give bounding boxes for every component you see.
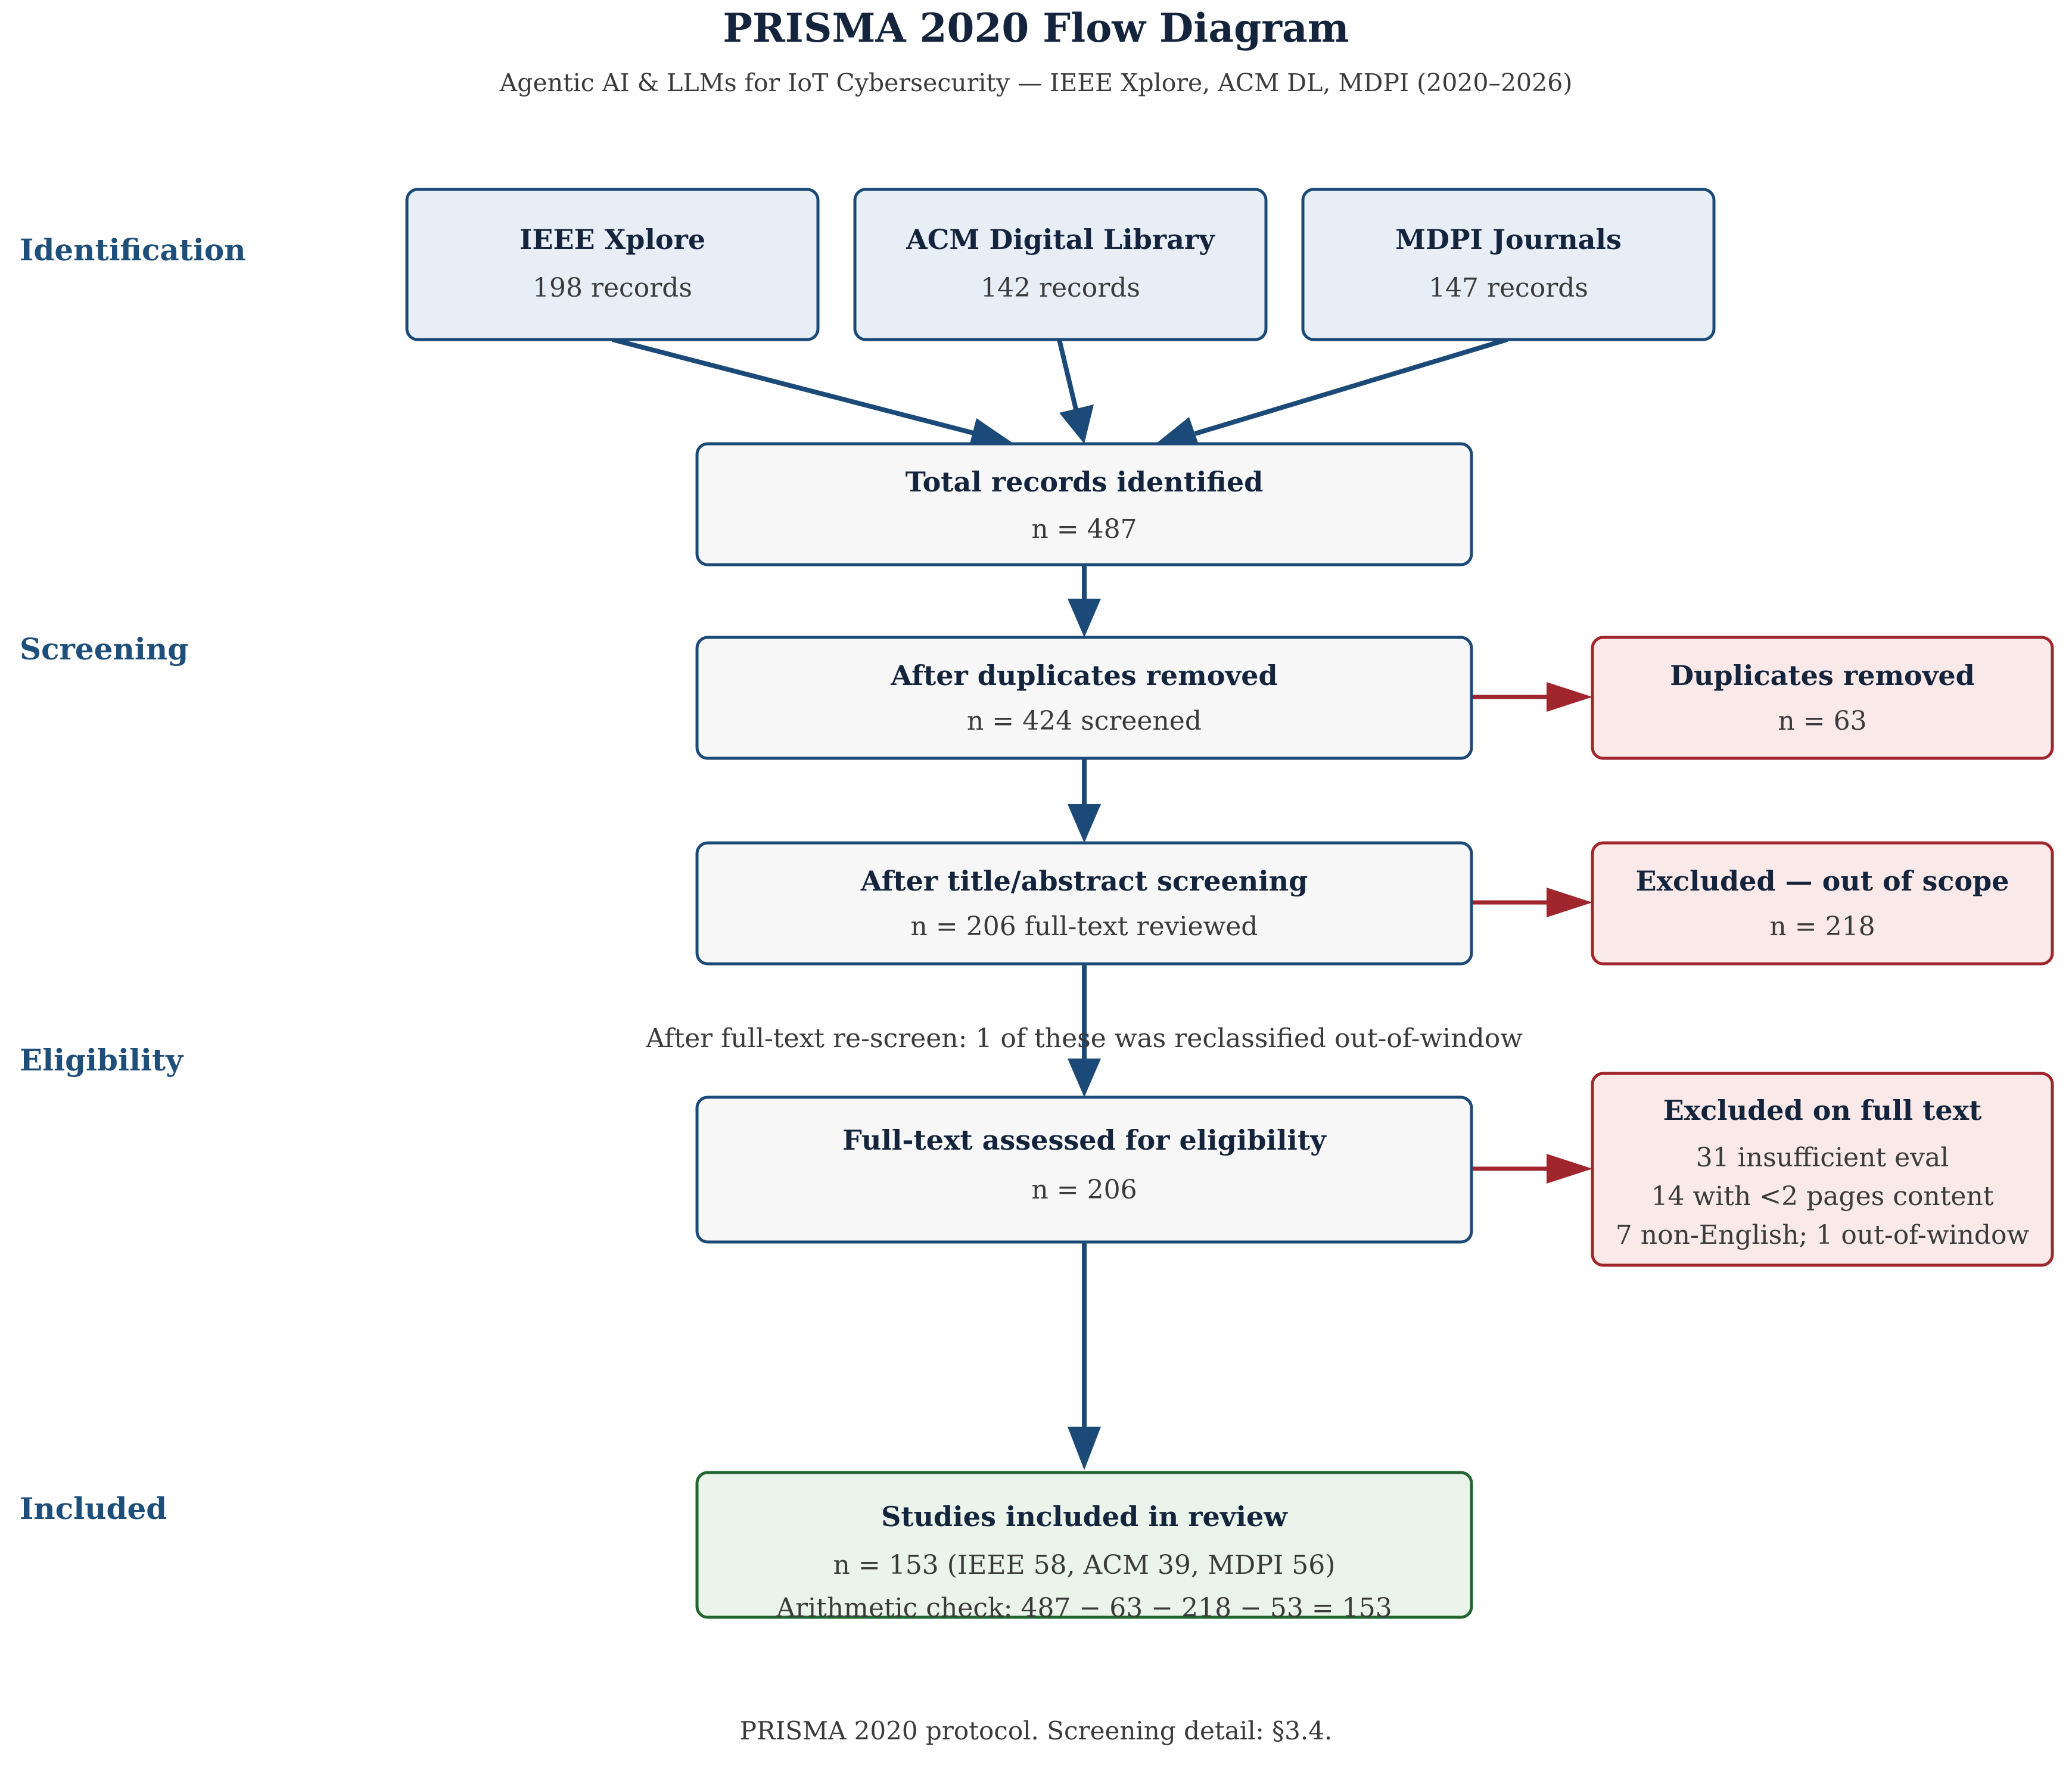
duplicates-removed-box: Duplicates removed n = 63 (1591, 636, 2054, 760)
studies-included-box: Studies included in review n = 153 (IEEE… (695, 1471, 1473, 1623)
excluded-fulltext-reason: 14 with <2 pages content (1651, 1181, 1994, 1212)
arrowhead-screening-to-fulltext (1068, 1059, 1101, 1097)
duplicates-removed-count: n = 63 (1778, 706, 1866, 736)
arrowhead-mdpi-to-total (1156, 417, 1200, 448)
fulltext-assessed-box: Full-text assessed for eligibility n = 2… (695, 1095, 1473, 1244)
after-duplicates-title: After duplicates removed (890, 659, 1277, 692)
after-duplicates-box: After duplicates removed n = 424 screene… (695, 636, 1473, 760)
excluded-fulltext-reason: 31 insufficient eval (1696, 1143, 1949, 1173)
arrowhead-screening-to-out-of-scope (1547, 888, 1592, 917)
excluded-fulltext-box: Excluded on full text 31 insufficient ev… (1591, 1072, 2054, 1267)
total-records-count: n = 487 (1031, 514, 1137, 544)
total-records-title: Total records identified (906, 466, 1264, 498)
arrowhead-dedup-to-duplicates (1547, 682, 1592, 712)
stage-label-screening: Screening (20, 631, 188, 667)
source-count: 198 records (533, 273, 692, 303)
title-abstract-box: After title/abstract screening n = 206 f… (695, 841, 1473, 966)
source-box-mdpi: MDPI Journals 147 records (1301, 188, 1716, 341)
source-box-ieee: IEEE Xplore 198 records (405, 188, 820, 341)
source-count: 142 records (981, 273, 1140, 303)
stage-label-eligibility: Eligibility (20, 1042, 184, 1078)
arithmetic-check: Arithmetic check: 487 − 63 − 218 − 53 = … (776, 1593, 1392, 1623)
title-abstract-title: After title/abstract screening (860, 865, 1308, 897)
source-name: IEEE Xplore (519, 223, 705, 256)
stage-label-identification: Identification (20, 232, 246, 267)
after-duplicates-count: n = 424 screened (967, 706, 1202, 736)
excluded-out-of-scope-count: n = 218 (1769, 911, 1875, 942)
diagram-title: PRISMA 2020 Flow Diagram (723, 5, 1349, 51)
arrowhead-fulltext-to-excluded (1547, 1154, 1592, 1184)
excluded-out-of-scope-title: Excluded — out of scope (1636, 865, 2009, 897)
stage-label-included: Included (20, 1491, 167, 1526)
arrowhead-fulltext-to-included (1068, 1427, 1101, 1470)
arrow-mdpi-to-total (1194, 337, 1508, 436)
excluded-out-of-scope-box: Excluded — out of scope n = 218 (1591, 841, 2054, 966)
flow-arrows (611, 337, 1592, 1470)
source-box-acm: ACM Digital Library 142 records (853, 188, 1268, 341)
arrowhead-total-to-dedup (1068, 599, 1101, 637)
arrowhead-acm-to-total (1059, 404, 1094, 444)
diagram-subtitle: Agentic AI & LLMs for IoT Cybersecurity … (499, 69, 1573, 97)
title-abstract-count: n = 206 full-text reviewed (911, 911, 1258, 942)
footer-note: PRISMA 2020 protocol. Screening detail: … (740, 1716, 1333, 1745)
source-name: MDPI Journals (1395, 223, 1622, 256)
duplicates-removed-title: Duplicates removed (1670, 659, 1975, 692)
arrow-acm-to-total (1057, 339, 1078, 410)
excluded-fulltext-reason: 7 non-English; 1 out-of-window (1616, 1220, 2030, 1250)
rescreen-note: After full-text re-screen: 1 of these wa… (645, 1023, 1523, 1054)
total-records-box: Total records identified n = 487 (695, 442, 1473, 566)
source-name: ACM Digital Library (906, 223, 1215, 256)
source-count: 147 records (1429, 273, 1588, 303)
studies-included-title: Studies included in review (881, 1501, 1288, 1533)
fulltext-assessed-title: Full-text assessed for eligibility (842, 1124, 1327, 1156)
arrow-ieee-to-total (611, 337, 979, 437)
fulltext-assessed-count: n = 206 (1031, 1175, 1137, 1205)
studies-included-count: n = 153 (IEEE 58, ACM 39, MDPI 56) (833, 1550, 1336, 1580)
arrowhead-dedup-to-screening (1068, 804, 1101, 843)
excluded-fulltext-title: Excluded on full text (1663, 1094, 1982, 1126)
